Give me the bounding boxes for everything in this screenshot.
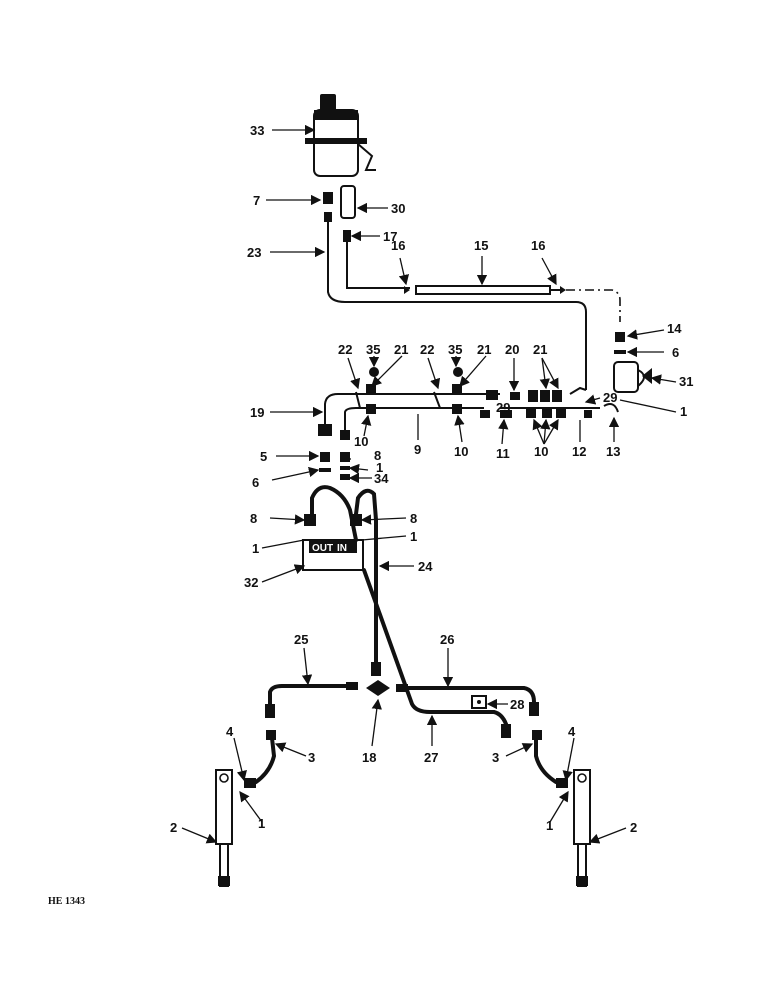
hydraulic-cylinder-left [215,769,233,887]
callout-35-left: 35 [366,342,380,357]
tube-part [415,285,551,295]
hydraulic-cylinder-right [573,769,591,887]
hoses [265,485,539,738]
callout-22-left: 22 [338,342,352,357]
callout-29-right: 29 [603,390,617,405]
callout-4-right: 4 [568,724,576,739]
callout-34: 34 [374,471,389,486]
callout-labels: 33 7 30 23 17 16 15 16 14 6 31 29 1 22 3… [170,123,693,835]
callout-1-right: 1 [546,818,553,833]
valve-out-label: OUT [312,543,333,554]
callout-10-middle: 10 [454,444,468,459]
callout-13: 13 [606,444,620,459]
callout-1-valve-left: 1 [252,541,259,556]
callout-23: 23 [247,245,261,260]
callout-16-right: 16 [531,238,545,253]
valve-in-label: IN [337,543,347,554]
callout-2-left: 2 [170,820,177,835]
callout-21-right: 21 [533,342,547,357]
callout-11: 11 [496,446,510,461]
callout-32: 32 [244,575,258,590]
callout-22-right: 22 [420,342,434,357]
callout-7: 7 [253,193,260,208]
callout-26: 26 [440,632,454,647]
callout-10-right: 10 [534,444,548,459]
callout-12: 12 [572,444,586,459]
dip-tube-part [323,192,333,262]
dashed-lead [566,289,621,322]
return-line [327,262,587,390]
callout-14: 14 [667,321,682,336]
callout-21-middle: 21 [477,342,491,357]
gauge-part [613,332,652,393]
callout-8-left: 8 [250,511,257,526]
drawing-code: HE 1343 [48,896,85,907]
callout-16-left: 16 [391,238,405,253]
callout-18: 18 [362,750,376,765]
callout-35-right: 35 [448,342,462,357]
callout-6-left: 6 [252,475,259,490]
callout-24: 24 [418,559,433,574]
callout-20: 20 [505,342,519,357]
callout-3-left: 3 [308,750,315,765]
callout-4-left: 4 [226,724,234,739]
callout-29-middle: 29 [496,400,510,415]
callout-1-gauge: 1 [680,404,687,419]
callout-17: 17 [383,229,397,244]
callout-2-right: 2 [630,820,637,835]
callout-15: 15 [474,238,488,253]
callout-10-left: 10 [354,434,368,449]
callout-9: 9 [414,442,421,457]
callout-19: 19 [250,405,264,420]
elbows [244,730,568,788]
callout-31: 31 [679,374,693,389]
callout-30: 30 [391,201,405,216]
manifold-lines [318,367,619,440]
callout-1-valve-right: 1 [410,529,417,544]
suction-line [346,262,410,289]
callout-25: 25 [294,632,308,647]
callout-5: 5 [260,449,267,464]
callout-3-right: 3 [492,750,499,765]
reservoir-part [305,94,376,177]
callout-6-gauge: 6 [672,345,679,360]
callout-28: 28 [510,697,524,712]
control-valve-part: OUT IN [302,539,364,571]
filter-part [340,185,356,262]
callout-1-left: 1 [258,816,265,831]
callout-33: 33 [250,123,264,138]
callout-1-top: 1 [376,460,383,475]
callout-21-left: 21 [394,342,408,357]
callout-8-right: 8 [410,511,417,526]
callout-27: 27 [424,750,438,765]
callout-8-top: 8 [374,448,381,463]
leader-lines [181,124,677,844]
